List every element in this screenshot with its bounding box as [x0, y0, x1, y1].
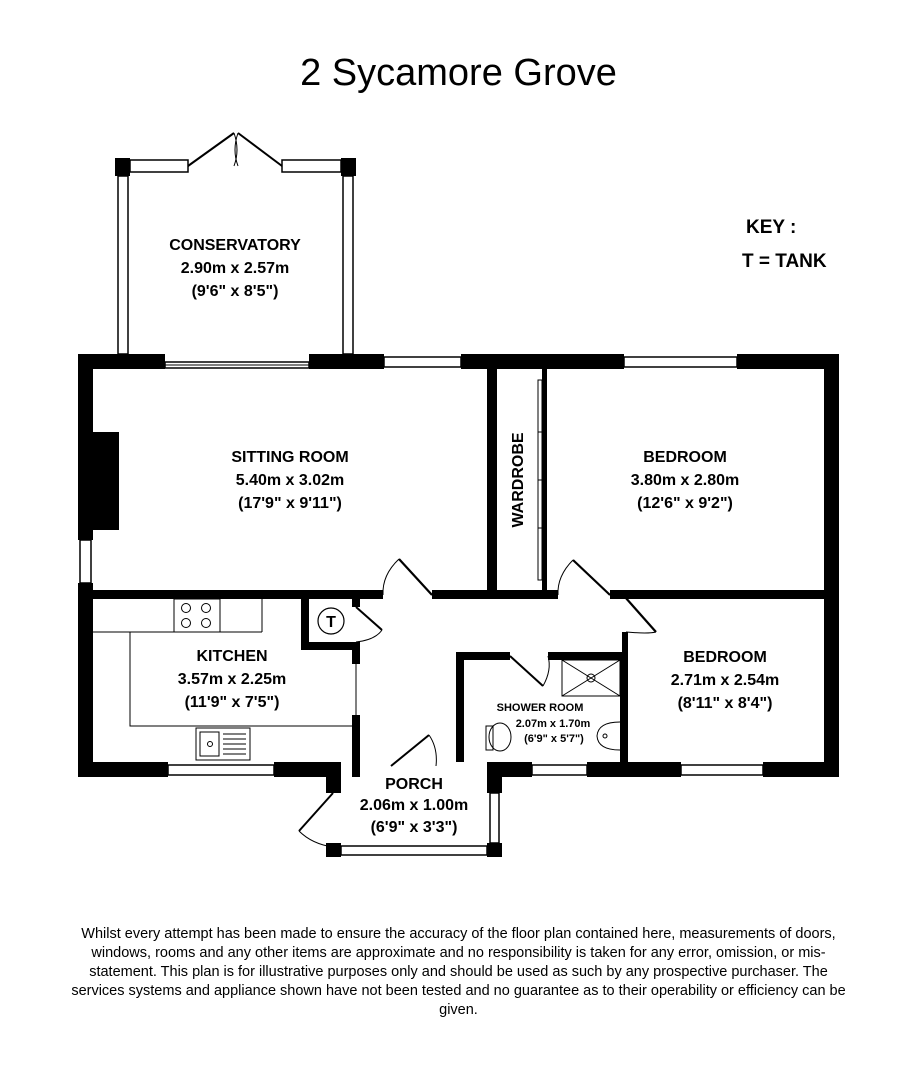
- room-metric: 2.07m x 1.70m: [516, 718, 591, 730]
- room-name: BEDROOM: [643, 449, 727, 466]
- doors: [298, 558, 657, 848]
- room-imperial: (12'6" x 9'2"): [637, 495, 733, 512]
- key-heading: KEY :: [746, 217, 796, 238]
- room-name: PORCH: [385, 776, 443, 793]
- room-bedroom-1: BEDROOM 3.80m x 2.80m (12'6" x 9'2"): [631, 449, 740, 512]
- room-sitting-room: SITTING ROOM 5.40m x 3.02m (17'9" x 9'11…: [231, 449, 348, 512]
- interior-walls: [93, 369, 824, 777]
- room-metric: 2.06m x 1.00m: [360, 797, 469, 814]
- room-imperial: (6'9" x 5'7"): [524, 733, 584, 745]
- room-name: BEDROOM: [683, 649, 767, 666]
- shower-fittings: [485, 659, 621, 752]
- room-metric: 3.80m x 2.80m: [631, 472, 740, 489]
- room-name: KITCHEN: [196, 648, 267, 665]
- disclaimer-text: Whilst every attempt has been made to en…: [71, 926, 846, 1018]
- room-wardrobe: WARDROBE: [510, 432, 527, 527]
- porch-structure: [326, 777, 502, 857]
- tank-label: T: [326, 614, 336, 631]
- room-name: CONSERVATORY: [169, 237, 301, 254]
- room-metric: 3.57m x 2.25m: [178, 671, 287, 688]
- room-bedroom-2: BEDROOM 2.71m x 2.54m (8'11" x 8'4"): [671, 649, 780, 712]
- room-metric: 5.40m x 3.02m: [236, 472, 345, 489]
- kitchen-fittings: [93, 598, 352, 761]
- windows: [79, 356, 764, 776]
- room-imperial: (6'9" x 3'3"): [371, 819, 458, 836]
- room-kitchen: KITCHEN 3.57m x 2.25m (11'9" x 7'5"): [178, 648, 287, 711]
- exterior-walls: [78, 354, 839, 777]
- room-name: SHOWER ROOM: [497, 702, 584, 714]
- room-porch: PORCH 2.06m x 1.00m (6'9" x 3'3"): [360, 776, 469, 836]
- room-name: SITTING ROOM: [231, 449, 348, 466]
- room-imperial: (11'9" x 7'5"): [185, 694, 280, 711]
- room-imperial: (17'9" x 9'11"): [238, 495, 342, 512]
- room-metric: 2.71m x 2.54m: [671, 672, 780, 689]
- tank-symbol: T: [317, 607, 345, 635]
- key-entry: T = TANK: [742, 251, 827, 272]
- room-imperial: (8'11" x 8'4"): [678, 695, 773, 712]
- plan-title: 2 Sycamore Grove: [300, 52, 617, 94]
- room-metric: 2.90m x 2.57m: [181, 260, 290, 277]
- room-shower-room: SHOWER ROOM 2.07m x 1.70m (6'9" x 5'7"): [497, 702, 591, 745]
- room-conservatory: CONSERVATORY 2.90m x 2.57m (9'6" x 8'5"): [169, 237, 301, 300]
- room-imperial: (9'6" x 8'5"): [192, 283, 279, 300]
- wardrobe-doors: [537, 379, 543, 581]
